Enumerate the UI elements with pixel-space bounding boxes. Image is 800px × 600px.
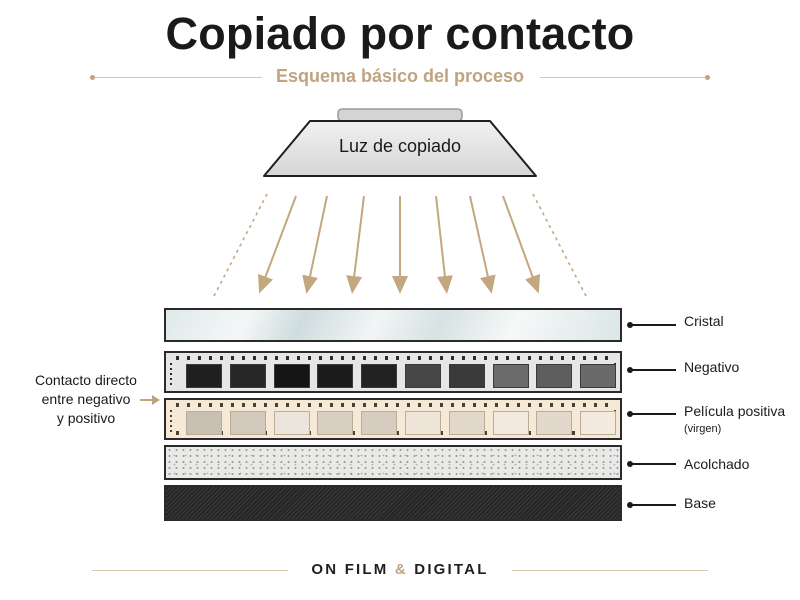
lamp-label: Luz de copiado xyxy=(338,136,462,156)
lamp-body xyxy=(263,120,537,177)
lamp-illustration xyxy=(213,108,587,297)
label-base: Base xyxy=(684,495,716,511)
negative-frame xyxy=(536,364,573,388)
light-rays xyxy=(258,195,541,294)
negative-frame xyxy=(492,364,529,388)
subtitle: Esquema básico del proceso xyxy=(275,66,525,86)
negative-frame xyxy=(405,364,441,388)
footer-left-rule xyxy=(92,570,288,571)
page-title: Copiado por contacto xyxy=(165,8,635,59)
lamp-cap xyxy=(337,108,463,122)
negative-frame xyxy=(273,364,310,388)
negative-frame xyxy=(229,364,266,388)
contact-note-line1: Contacto directo xyxy=(35,372,137,388)
negative-frame xyxy=(361,364,398,388)
footer-brand-amp: & xyxy=(394,561,408,578)
label-positive-note: (virgen) xyxy=(684,423,722,435)
subtitle-right-rule xyxy=(540,77,708,78)
contact-arrow-icon xyxy=(140,395,160,405)
leader-base xyxy=(630,504,676,506)
leader-glass xyxy=(630,324,676,326)
padding-layer xyxy=(164,445,622,480)
positive-frame xyxy=(448,411,485,435)
subtitle-left-rule xyxy=(92,77,262,78)
negative-sprocket-left xyxy=(170,363,172,385)
footer-brand-left: ON FILM xyxy=(311,561,389,578)
negative-frame xyxy=(186,364,222,388)
glass-layer xyxy=(164,308,622,342)
subtitle-right-dot xyxy=(705,75,710,80)
contact-note-line2: entre negativo xyxy=(41,391,131,407)
footer-brand-right: DIGITAL xyxy=(414,561,489,578)
footer-brand: ON FILM & DIGITAL xyxy=(0,561,800,578)
contact-note-line3: y positivo xyxy=(56,410,116,426)
positive-frame xyxy=(536,411,573,435)
leader-positive xyxy=(630,413,676,415)
label-glass: Cristal xyxy=(684,313,724,329)
leader-padding xyxy=(630,463,676,465)
base-layer xyxy=(164,485,622,521)
label-negative: Negativo xyxy=(684,359,740,375)
light-rays-dashed xyxy=(213,193,587,297)
positive-frame xyxy=(580,411,617,435)
positive-frame xyxy=(405,411,441,435)
positive-frame xyxy=(229,411,266,435)
positive-frame xyxy=(361,411,398,435)
positive-frame xyxy=(273,411,310,435)
negative-frame xyxy=(317,364,354,388)
label-padding: Acolchado xyxy=(684,456,750,472)
negative-sprocket-top xyxy=(176,356,610,360)
negative-layer xyxy=(164,351,622,393)
leader-negative xyxy=(630,369,676,371)
positive-layer xyxy=(164,398,622,440)
positive-frame xyxy=(492,411,529,435)
negative-frame xyxy=(448,364,485,388)
positive-sprocket-left xyxy=(170,410,172,432)
label-positive: Película positiva xyxy=(684,403,786,419)
positive-frame xyxy=(317,411,354,435)
positive-frame xyxy=(186,411,222,435)
subtitle-left-dot xyxy=(90,75,95,80)
negative-frame xyxy=(580,364,617,388)
footer-right-rule xyxy=(512,570,708,571)
contact-note: Contacto directo entre negativo y positi… xyxy=(16,371,156,428)
positive-sprocket-top xyxy=(176,403,610,407)
